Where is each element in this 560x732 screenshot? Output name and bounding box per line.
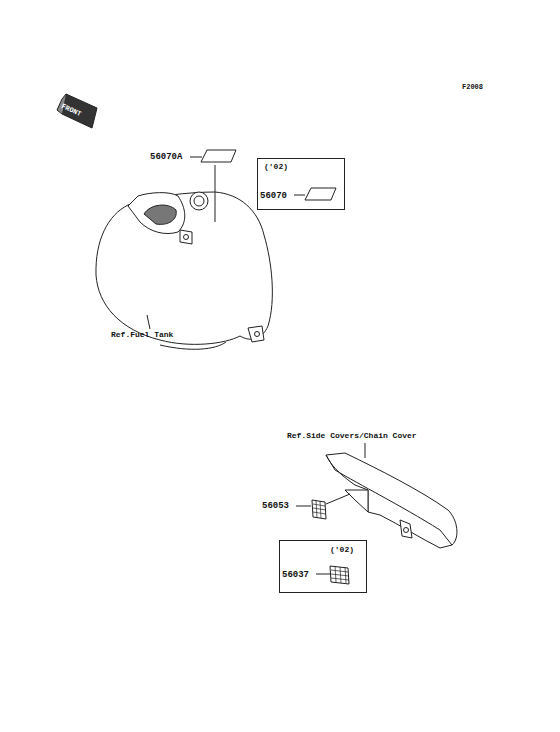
callout-number: 56037 [282,571,309,580]
front-arrow-icon [57,94,97,128]
reference-note: Ref.Side Covers/Chain Cover [287,432,417,440]
reflector-grille [312,500,326,519]
reference-note: Ref.Fuel Tank [111,331,173,339]
fuel-tank [96,192,272,349]
chain-cover [326,453,457,548]
year-note: ('02) [330,546,354,554]
leader-line [326,494,350,504]
leader-line [296,506,311,507]
leader-line [365,443,366,458]
leader-line [294,195,305,196]
leader-line [215,165,216,222]
year-note: ('02) [264,163,288,171]
variant-box: ('02) 56037 [279,540,367,593]
decal-label [201,150,236,162]
decal-label [305,188,336,200]
reflector-grille [330,566,349,584]
leader-line [190,157,202,158]
figure-code: F2008 [462,84,483,91]
callout-number: 56070A [150,153,182,162]
leader-line [147,315,150,329]
leader-line [316,574,330,575]
callout-number: 56070 [260,192,287,201]
callout-number: 56053 [262,502,289,511]
variant-box: ('02) 56070 [257,158,345,210]
